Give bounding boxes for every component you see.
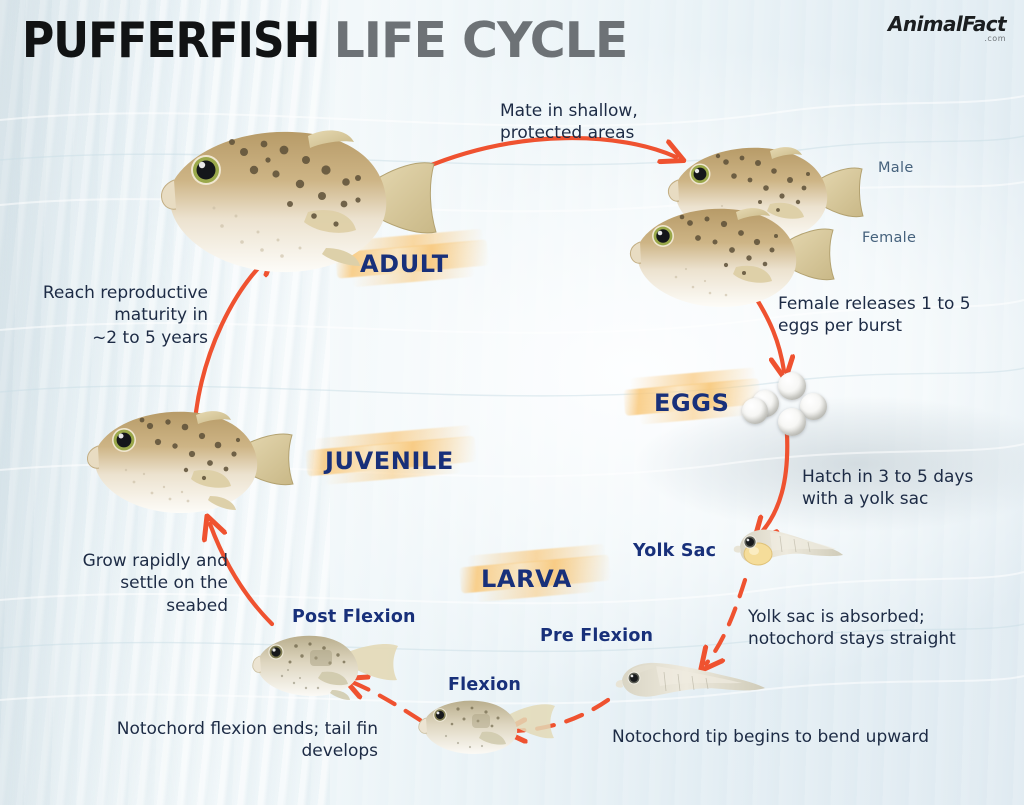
sublabel-post-flexion: Post Flexion	[292, 607, 416, 627]
larva-post-flexion	[252, 635, 398, 700]
note-maturity: Reach reproductive maturity in ~2 to 5 y…	[42, 283, 208, 348]
note-flexion-ends: Notochord flexion ends; tail fin develop…	[116, 719, 378, 762]
fish-juvenile	[87, 411, 294, 514]
label-male: Male	[878, 160, 914, 176]
stage-label-adult: ADULT	[360, 250, 449, 278]
note-grow-settle: Grow rapidly and settle on the seabed	[82, 551, 228, 616]
sublabel-flexion: Flexion	[448, 675, 521, 695]
note-mate: Mate in shallow, protected areas	[500, 101, 638, 144]
arrow-flexion-to-postflexion	[352, 682, 423, 723]
arrow-yolksac-to-preflexion	[706, 577, 748, 664]
title-bold: PUFFERFISH	[22, 12, 321, 69]
logo-wordmark: AnimalFact	[887, 12, 1007, 36]
arrow-postflexion-to-juvenile	[210, 524, 275, 627]
note-eggs-per-burst: Female releases 1 to 5 eggs per burst	[778, 294, 971, 337]
larva-pre-flexion	[615, 662, 765, 697]
logo-domain-suffix: .com	[984, 34, 1006, 43]
fish-female	[629, 208, 835, 308]
egg	[742, 398, 768, 424]
note-hatch: Hatch in 3 to 5 days with a yolk sac	[802, 467, 974, 510]
label-female: Female	[862, 230, 917, 246]
arrow-juvenile-to-adult	[193, 258, 268, 415]
note-notochord-bend: Notochord tip begins to bend upward	[612, 727, 930, 747]
title-light: LIFE CYCLE	[333, 12, 629, 69]
stage-label-eggs: EGGS	[654, 389, 730, 417]
stage-label-larva: LARVA	[481, 565, 572, 593]
larva-yolk-sac	[733, 529, 843, 566]
arrow-preflexion-to-flexion	[512, 697, 611, 731]
fish-adult	[161, 130, 437, 273]
brand-logo[interactable]: AnimalFact .com	[887, 12, 1007, 43]
sublabel-pre-flexion: Pre Flexion	[540, 626, 654, 646]
egg	[778, 408, 806, 436]
arrow-eggs-to-yolksac	[760, 431, 790, 534]
egg	[778, 372, 806, 400]
arrow-adult-to-mating	[421, 135, 676, 171]
larva-flexion	[418, 700, 555, 754]
note-yolk-absorbed: Yolk sac is absorbed; notochord stays st…	[748, 607, 956, 650]
stage-label-juvenile: JUVENILE	[325, 447, 454, 475]
sublabel-yolk-sac: Yolk Sac	[633, 541, 717, 561]
